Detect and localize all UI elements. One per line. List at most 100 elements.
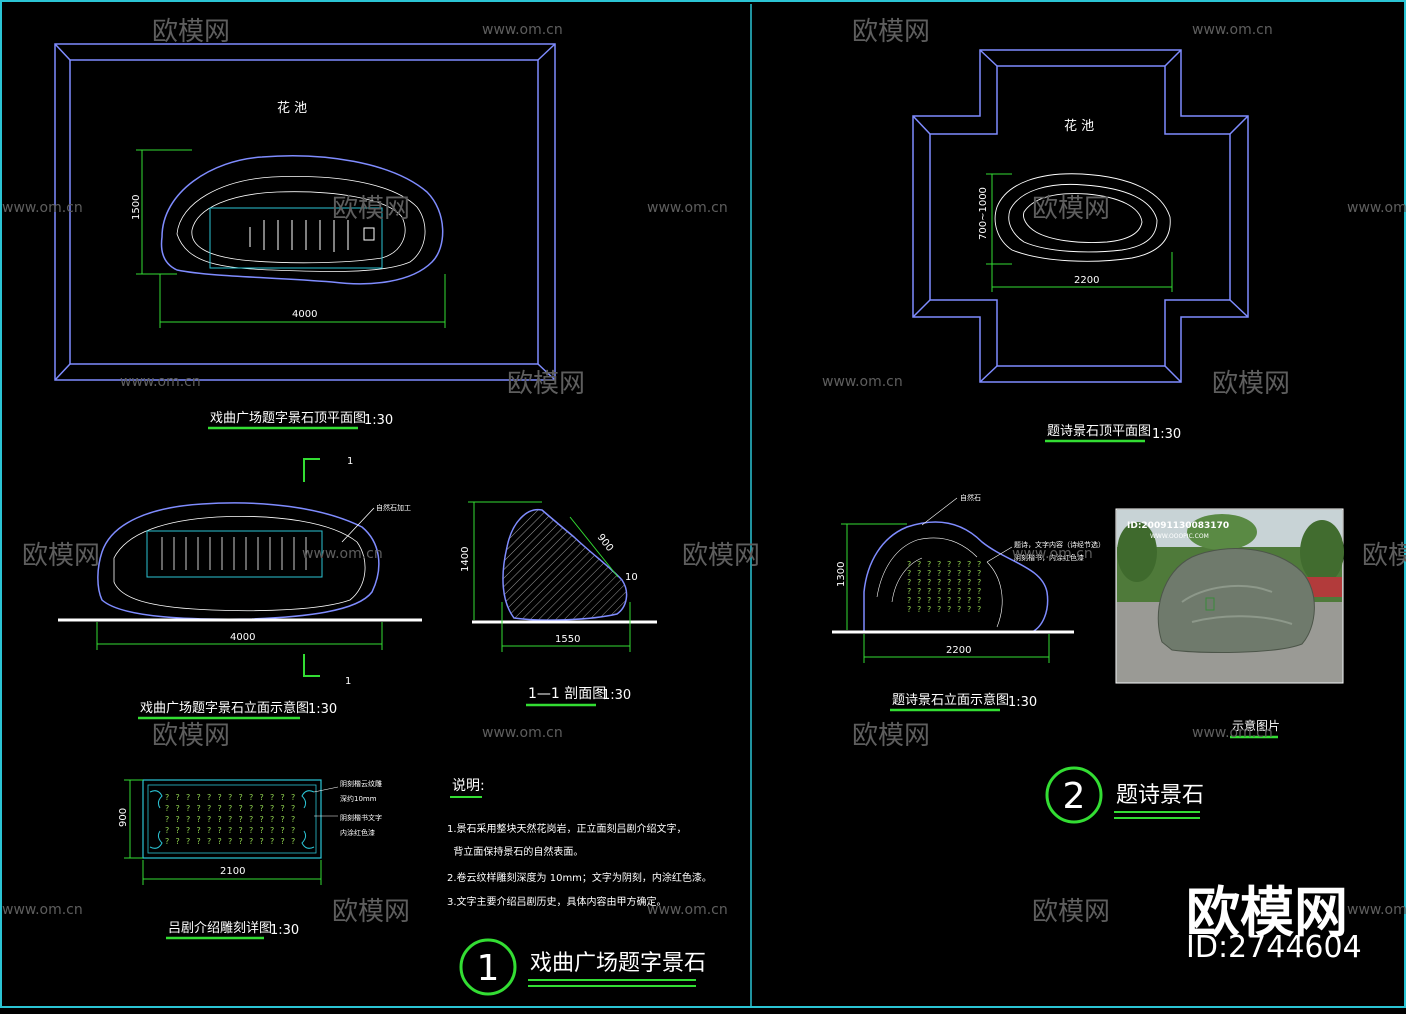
section-1-circle bbox=[459, 938, 517, 996]
carving-glyph: ? bbox=[260, 837, 264, 846]
carving-glyph: ? bbox=[165, 804, 169, 813]
carving-glyph: ? bbox=[270, 793, 274, 802]
left-carving-note-4: 内涂红色漆 bbox=[340, 828, 375, 837]
carving-glyph: ? bbox=[228, 826, 232, 835]
poem-glyph: ? bbox=[957, 569, 961, 578]
carving-glyph: ? bbox=[176, 826, 180, 835]
carving-glyph: ? bbox=[260, 793, 264, 802]
right-elevation-note-mid2: 阴刻楷书，内涂红色漆 bbox=[1014, 553, 1084, 562]
left-plan-dim-width: 4000 bbox=[292, 309, 317, 320]
carving-glyph: ? bbox=[176, 815, 180, 824]
carving-glyph: ? bbox=[260, 815, 264, 824]
carving-glyph: ? bbox=[207, 793, 211, 802]
reference-photo bbox=[1115, 508, 1344, 684]
right-elevation-dimensions bbox=[841, 523, 1050, 663]
poem-glyph: ? bbox=[917, 578, 921, 587]
poem-glyph: ? bbox=[967, 569, 971, 578]
poem-glyph: ? bbox=[967, 578, 971, 587]
poem-glyph: ? bbox=[967, 587, 971, 596]
watermark-logo: 欧模网 bbox=[507, 369, 585, 399]
left-elevation-dim-width: 4000 bbox=[230, 632, 255, 643]
left-elevation-rock bbox=[97, 502, 380, 620]
left-section-rock bbox=[502, 508, 628, 621]
watermark-logo: 欧模网 bbox=[852, 17, 930, 47]
carving-glyph: ? bbox=[249, 804, 253, 813]
watermark-url: www.om.cn bbox=[1347, 902, 1406, 918]
watermark-logo: 欧模网 bbox=[1032, 897, 1110, 927]
watermark-logo: 欧模网 bbox=[682, 541, 760, 571]
carving-glyph: ? bbox=[281, 826, 285, 835]
poem-glyph: ? bbox=[977, 560, 981, 569]
left-elevation-scale: 1:30 bbox=[308, 702, 337, 717]
section-1-number: 1 bbox=[477, 948, 500, 989]
poem-glyph: ? bbox=[917, 605, 921, 614]
poem-glyph: ? bbox=[937, 605, 941, 614]
watermark-layer: 欧模网欧模网欧模网欧模网欧模网欧模网欧模网欧模网欧模网欧模网欧模网欧模网欧模网w… bbox=[2, 17, 1406, 927]
carving-glyph: ? bbox=[218, 793, 222, 802]
carving-glyph: ? bbox=[165, 815, 169, 824]
watermark-logo: 欧模网 bbox=[332, 194, 410, 224]
poem-glyph: ? bbox=[937, 587, 941, 596]
carving-glyph: ? bbox=[197, 804, 201, 813]
carving-glyph: ? bbox=[239, 826, 243, 835]
left-section-dim-base: 1550 bbox=[555, 634, 580, 645]
watermark-url: www.om.cn bbox=[2, 902, 83, 918]
carving-glyph: ? bbox=[207, 804, 211, 813]
section-2-name: 题诗景石 bbox=[1116, 783, 1204, 808]
section-2-number: 2 bbox=[1063, 776, 1086, 817]
left-carving-dim-width: 2100 bbox=[220, 866, 245, 877]
poem-glyph: ? bbox=[927, 587, 931, 596]
carving-glyph: ? bbox=[197, 793, 201, 802]
poem-glyph: ? bbox=[927, 560, 931, 569]
carving-glyph: ? bbox=[260, 826, 264, 835]
carving-glyph: ? bbox=[218, 804, 222, 813]
right-flowerbed-frame bbox=[912, 49, 1249, 383]
right-plan-scale: 1:30 bbox=[1152, 427, 1181, 442]
left-elevation-title: 戏曲广场题字景石立面示意图 bbox=[140, 700, 309, 716]
left-section-marker-top: 1 bbox=[347, 456, 353, 467]
poem-glyph: ? bbox=[907, 560, 911, 569]
carving-glyph: ? bbox=[239, 793, 243, 802]
poem-glyph: ? bbox=[957, 596, 961, 605]
poem-glyph: ? bbox=[977, 596, 981, 605]
poem-glyph: ? bbox=[937, 578, 941, 587]
carving-glyph: ? bbox=[218, 826, 222, 835]
right-plan-dim-width: 2200 bbox=[1074, 275, 1099, 286]
watermark-url: www.om.cn bbox=[302, 546, 383, 562]
poem-glyph: ? bbox=[957, 605, 961, 614]
poem-glyph: ? bbox=[907, 578, 911, 587]
watermark-url: www.om.cn bbox=[1192, 725, 1273, 741]
brand-id: ID:2744604 bbox=[1186, 930, 1362, 965]
right-elevation-rock bbox=[863, 521, 1049, 633]
carving-glyph: ? bbox=[270, 826, 274, 835]
poem-glyph: ? bbox=[947, 605, 951, 614]
left-plan-flowerbed-label: 花 池 bbox=[277, 100, 307, 116]
carving-glyph: ? bbox=[281, 815, 285, 824]
carving-glyph: ? bbox=[197, 815, 201, 824]
poem-glyph: ? bbox=[917, 560, 921, 569]
carving-glyph: ? bbox=[186, 815, 190, 824]
carving-glyph: ? bbox=[291, 815, 295, 824]
carving-glyph: ? bbox=[228, 815, 232, 824]
left-carving-detail bbox=[142, 779, 322, 859]
poem-glyph: ? bbox=[977, 569, 981, 578]
carving-glyph: ? bbox=[197, 837, 201, 846]
carving-glyph: ? bbox=[291, 826, 295, 835]
poem-glyph: ? bbox=[917, 569, 921, 578]
right-elevation-title: 题诗景石立面示意图 bbox=[892, 692, 1009, 708]
watermark-url: www.om.cn bbox=[482, 22, 563, 38]
right-plan-dim-height: 700~1000 bbox=[978, 187, 989, 240]
watermark-logo: 欧模网 bbox=[22, 541, 100, 571]
watermark-logo: 欧模网 bbox=[152, 17, 230, 47]
carving-glyph: ? bbox=[239, 804, 243, 813]
carving-glyph: ? bbox=[228, 837, 232, 846]
poem-glyph: ? bbox=[947, 560, 951, 569]
right-elevation-leaders bbox=[921, 497, 1013, 563]
watermark-logo: 欧模网 bbox=[332, 897, 410, 927]
watermark-logo: 欧模网 bbox=[852, 721, 930, 751]
poem-glyph: ? bbox=[957, 587, 961, 596]
carving-glyph: ? bbox=[197, 826, 201, 835]
right-elevation-note-mid: 题诗，文字内容（诗经节选） bbox=[1014, 540, 1105, 549]
left-carving-note-2: 深约10mm bbox=[340, 794, 377, 803]
